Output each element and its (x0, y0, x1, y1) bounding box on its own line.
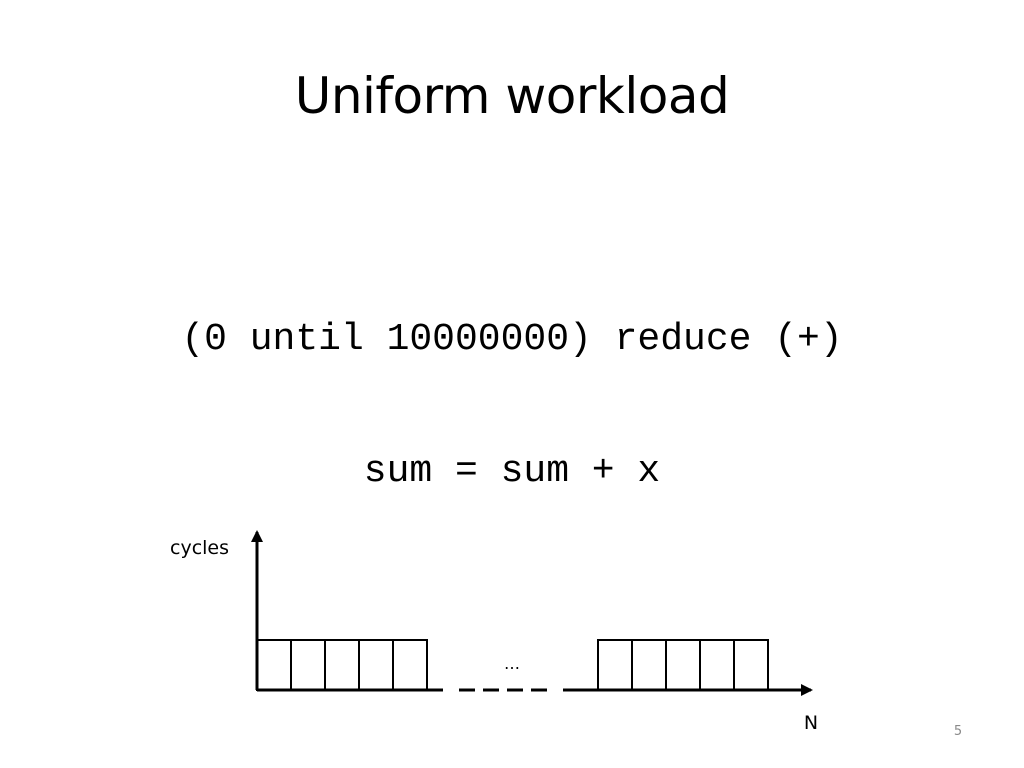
slide-number: 5 (953, 724, 963, 739)
work-block (358, 639, 394, 691)
page-title: Uniform workload (294, 67, 730, 125)
left-work-blocks (256, 639, 428, 691)
work-block (597, 639, 633, 691)
work-block (733, 639, 769, 691)
work-block (699, 639, 735, 691)
ellipsis: … (504, 654, 520, 673)
x-axis-label: N (804, 712, 818, 734)
work-block (631, 639, 667, 691)
y-axis-label: cycles (170, 537, 229, 559)
work-block (665, 639, 701, 691)
work-block (256, 639, 292, 691)
work-block (290, 639, 326, 691)
work-block (392, 639, 428, 691)
code-line-reduce: (0 until 10000000) reduce (+) (181, 318, 843, 361)
right-work-blocks (597, 639, 769, 691)
code-line-sum: sum = sum + x (363, 450, 661, 493)
work-block (324, 639, 360, 691)
